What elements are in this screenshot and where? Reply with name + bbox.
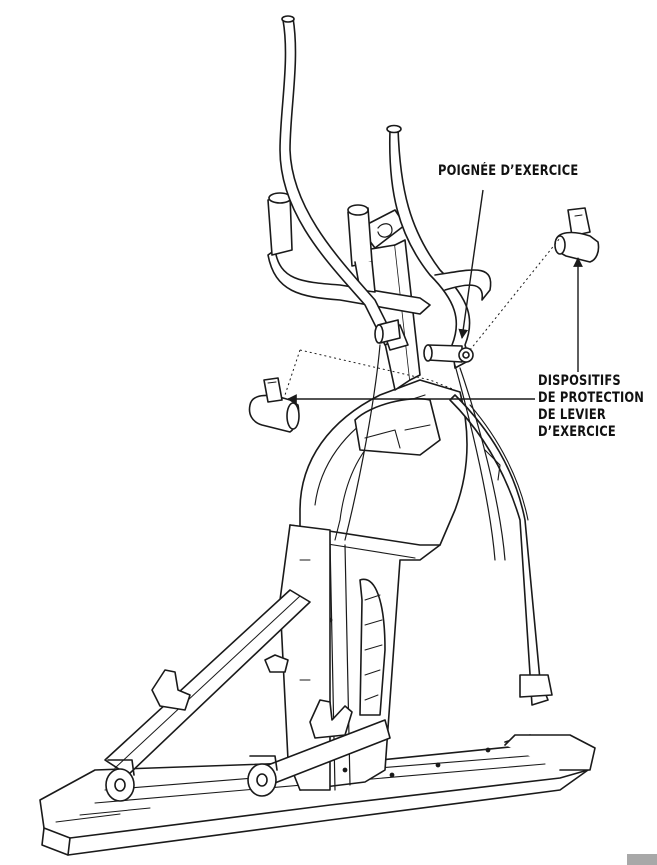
assembly-dotted-lines bbox=[284, 237, 561, 396]
label-exercise-handle: POIGNÉE D’EXERCICE bbox=[438, 163, 579, 179]
right-pedal-arm bbox=[254, 699, 391, 789]
callout-leaders bbox=[287, 189, 583, 404]
page-tab-marker bbox=[627, 854, 657, 865]
label-lever-guards: DISPOSITIFS DE PROTECTION DE LEVIER D’EX… bbox=[538, 373, 644, 441]
left-pedal-arm bbox=[104, 589, 311, 776]
left-wheel bbox=[105, 759, 135, 802]
right-wheel bbox=[247, 755, 278, 797]
label-lever-guards-line-3: DE LEVIER bbox=[538, 407, 606, 423]
lever-guard-right-icon bbox=[554, 207, 600, 263]
label-lever-guards-line-4: D’EXERCICE bbox=[538, 424, 616, 440]
lever-pivot-left bbox=[374, 319, 401, 344]
rear-leg bbox=[449, 394, 553, 706]
label-lever-guards-line-2: DE PROTECTION bbox=[538, 390, 645, 406]
shroud-body bbox=[289, 379, 491, 791]
leader-exercise-handle bbox=[458, 189, 484, 339]
lever-pivot-right bbox=[423, 344, 474, 363]
label-lever-guards-line-1: DISPOSITIFS bbox=[538, 373, 621, 389]
lever-guard-left-icon bbox=[248, 377, 300, 433]
right-exercise-arm bbox=[386, 124, 506, 561]
rear-stabilizer bbox=[504, 734, 596, 771]
